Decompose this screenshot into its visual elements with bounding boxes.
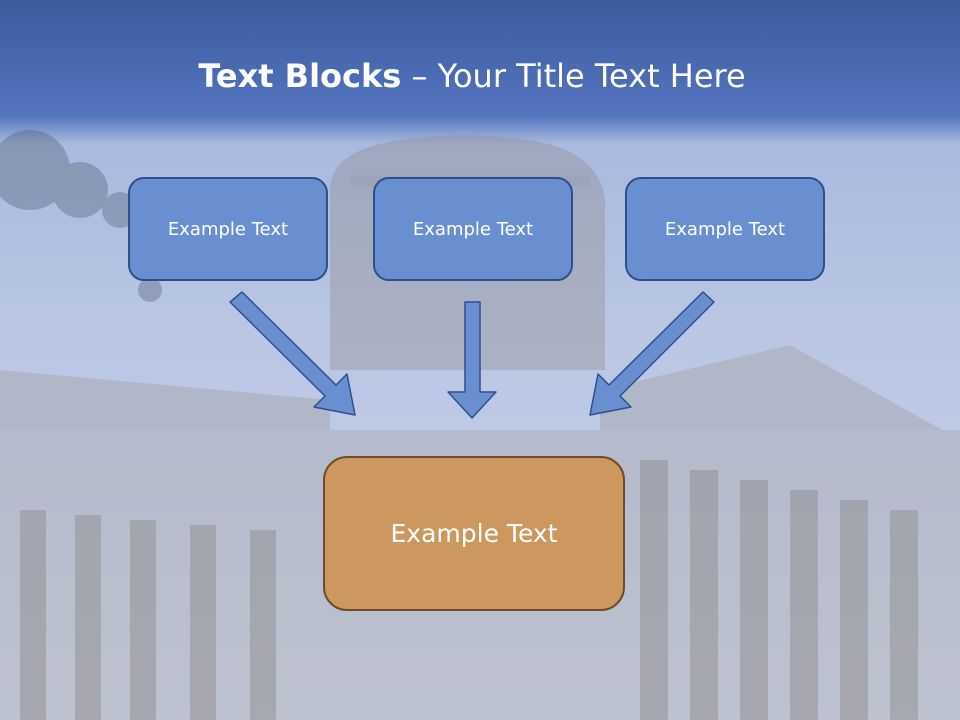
slide-title: Text Blocks – Your Title Text Here <box>0 52 944 100</box>
top-text-box-1-label: Example Text <box>167 218 289 240</box>
arrow-down-right-icon <box>229 291 356 416</box>
top-text-box-2[interactable]: Example Text <box>373 177 573 281</box>
bottom-text-box[interactable]: Example Text <box>323 456 625 611</box>
bottom-text-box-label: Example Text <box>390 519 558 548</box>
slide-title-bold: Text Blocks <box>198 57 402 95</box>
top-text-box-1[interactable]: Example Text <box>128 177 328 281</box>
top-text-box-3[interactable]: Example Text <box>625 177 825 281</box>
arrow-down-icon <box>447 301 497 419</box>
arrow-down-left-icon <box>589 291 715 416</box>
top-text-box-3-label: Example Text <box>664 218 786 240</box>
top-text-box-2-label: Example Text <box>412 218 534 240</box>
slide-title-rest: – Your Title Text Here <box>401 57 746 95</box>
